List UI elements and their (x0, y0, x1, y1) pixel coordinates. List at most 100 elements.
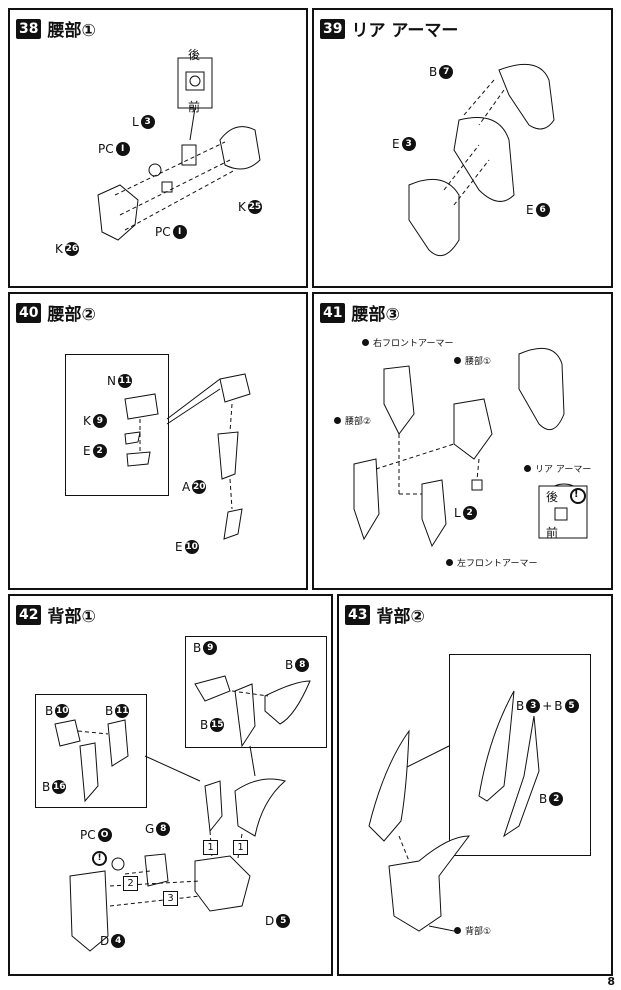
part-letter: B (45, 704, 54, 718)
part-num: 8 (295, 658, 310, 672)
part-letter: L (454, 506, 461, 520)
part-num: 5 (276, 914, 291, 928)
label-left-front-armor: 左フロントアーマー (446, 556, 537, 569)
part-letter: B (554, 699, 563, 713)
part-letter: A (182, 480, 191, 494)
part-num: 9 (92, 414, 107, 428)
part-num: 26 (64, 242, 79, 256)
step-title: 腰部② (47, 305, 96, 325)
bullet (334, 417, 341, 424)
warning-mark: ! (92, 851, 107, 866)
part-num: 2 (462, 506, 477, 520)
part-letter: B (516, 699, 525, 713)
step-header: 43 背部② (345, 602, 425, 627)
step-title: リア アーマー (351, 21, 459, 41)
part-num: 11 (115, 704, 130, 718)
step-title: 背部② (376, 607, 425, 627)
part-letter: B (193, 641, 202, 655)
part-letter: N (107, 374, 116, 388)
plus-sign: + (542, 699, 553, 713)
part-num: 2 (92, 444, 107, 458)
part-letter: PC (155, 225, 171, 239)
step-box-1b: 1 (233, 840, 248, 855)
part-num: 9 (203, 641, 218, 655)
step-title: 腰部③ (351, 305, 400, 325)
step-box-3: 3 (163, 891, 178, 906)
label-text: 腰部① (465, 357, 492, 367)
warning-icon: ! (92, 851, 107, 866)
label-rear-armor: リア アーマー (524, 462, 591, 475)
step-box-2: 2 (123, 876, 138, 891)
part-letter: E (392, 137, 400, 151)
step-header: 39 リア アーマー (320, 16, 458, 41)
step-number: 38 (16, 18, 42, 39)
part-letter: B (200, 718, 209, 732)
label-text: 腰部② (345, 417, 372, 427)
step-title: 背部① (47, 607, 96, 627)
rear-armor-diagram (408, 63, 555, 257)
part-letter: PC (98, 142, 114, 156)
part-num: 8 (156, 822, 171, 836)
part-letter: L (132, 115, 139, 129)
part-num: 3 (526, 699, 541, 713)
back-label: 後 (188, 48, 201, 62)
part-letter: D (100, 934, 110, 948)
step-number: 43 (345, 604, 371, 625)
step-header: 41 腰部③ (320, 300, 400, 325)
part-num: 16 (52, 780, 67, 794)
back2-diagram (368, 690, 540, 932)
detail-box (65, 354, 169, 496)
waist2-diagram (124, 373, 251, 540)
bullet (454, 927, 461, 934)
part-letter: B (42, 780, 51, 794)
step-number: 42 (16, 604, 42, 625)
back-label: 後 (546, 490, 559, 504)
page-number: 8 (607, 975, 615, 988)
part-num: 10 (55, 704, 70, 718)
bullet (446, 559, 453, 566)
part-num: 20 (192, 480, 207, 494)
part-num: 15 (210, 718, 225, 732)
part-num: 2 (549, 792, 564, 806)
step-number: 39 (320, 18, 346, 39)
part-num: I (172, 225, 187, 239)
part-letter: E (83, 444, 91, 458)
part-num: 11 (117, 374, 132, 388)
part-num: 10 (184, 540, 199, 554)
label-text: 右フロントアーマー (373, 339, 454, 349)
part-letter: K (55, 242, 63, 256)
part-letter: K (83, 414, 91, 428)
step-number: 41 (320, 302, 346, 323)
part-num: 25 (247, 200, 262, 214)
part-letter: D (265, 914, 275, 928)
step-number: 40 (16, 302, 42, 323)
label-waist2: 腰部② (334, 414, 371, 427)
warning-icon: ! (574, 489, 579, 500)
label-text: 左フロントアーマー (457, 559, 538, 569)
part-letter: E (526, 203, 534, 217)
front-label: 前 (546, 526, 559, 540)
bullet (362, 339, 369, 346)
part-letter: B (105, 704, 114, 718)
